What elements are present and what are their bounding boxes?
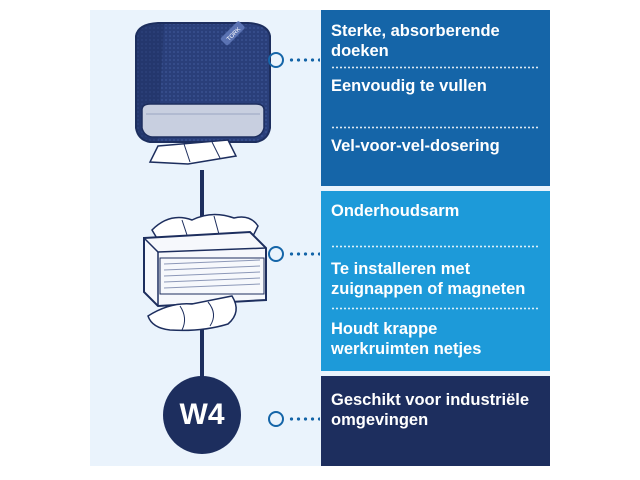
connector-2 (268, 246, 322, 262)
divider (331, 245, 540, 248)
feature-item: Eenvoudig te vullen (331, 77, 487, 95)
divider (331, 66, 540, 69)
towel-dispenser-icon: TORK (135, 21, 271, 165)
feature-box-environment: Geschikt voor industriële omgevingen (321, 376, 550, 466)
feature-item: Geschikt voor industriële omgevingen (331, 391, 530, 429)
box-dispenser-icon (143, 213, 267, 332)
connector-ring-icon (268, 52, 284, 68)
w4-badge: W4 (163, 376, 241, 454)
feature-item: Sterke, absorberende doeken (331, 22, 500, 60)
connector-3 (268, 411, 322, 427)
divider (331, 307, 540, 310)
connector-1 (268, 52, 322, 68)
feature-item: Houdt krappe werkruimten netjes (331, 320, 482, 358)
connector-dots (288, 252, 320, 256)
connector-dots (288, 58, 320, 62)
feature-box-dispenser: Sterke, absorberende doeken Eenvoudig te… (321, 10, 550, 186)
connector-dots (288, 417, 320, 421)
badge-label: W4 (179, 398, 225, 431)
divider (331, 126, 540, 129)
feature-item: Vel-voor-vel-dosering (331, 137, 500, 155)
connector-ring-icon (268, 411, 284, 427)
connector-ring-icon (268, 246, 284, 262)
feature-box-installation: Onderhoudsarm Te installeren met zuignap… (321, 191, 550, 371)
feature-item: Te installeren met zuignappen of magnete… (331, 260, 526, 298)
feature-item: Onderhoudsarm (331, 202, 460, 220)
